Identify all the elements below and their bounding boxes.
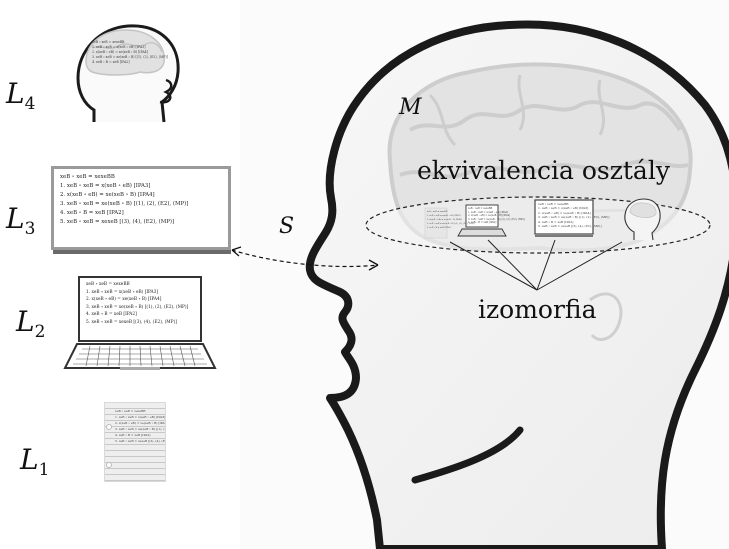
- isomorphism-label: izomorfia: [478, 295, 597, 324]
- paper-line: 4. xeB ∘ B = xeB [IPA2]: [115, 433, 151, 437]
- isomorphism-lines: [449, 239, 623, 291]
- label-m: M: [399, 95, 422, 120]
- paper-hole-bottom: [106, 462, 112, 468]
- laptop-keyboard: [63, 343, 217, 369]
- paper-line: 3. xeB ∘ xeB = xe(xeB ∘ B) [(1), (2), (E…: [115, 427, 165, 431]
- equivalence-class-label: ekvivalencia osztály: [417, 156, 670, 185]
- laptop-line: 2. x(xeB ∘ eB) = xe(xeB ∘ B) [IPA4]: [86, 297, 162, 302]
- laptop-screen: xeB ∘ xeB = xexeBB 1. xeB ∘ xeB = x(xeB …: [78, 276, 202, 342]
- whiteboard-line: 4. xeB ∘ B = xeB [IPA2]: [60, 210, 124, 216]
- whiteboard-line: 1. xeB ∘ xeB = x(xeB ∘ eB) [IPA3]: [60, 183, 151, 189]
- laptop-keys: [73, 345, 207, 367]
- label-l1: L1: [20, 443, 50, 480]
- mini-laptop-text: xeB ∘ xeB = xexeBB 1. xeB ∘ xeB = x(xeB …: [468, 207, 525, 225]
- laptop-trackpad: [120, 367, 160, 370]
- paper-sheet: xeB ∘ xeB = xexeBB 1. xeB ∘ xeB = x(xeB …: [104, 402, 166, 482]
- whiteboard-line: 3. xeB ∘ xeB = xe(xeB ∘ B) [(1), (2), (E…: [60, 201, 189, 207]
- paper-hole-top: [106, 424, 112, 430]
- s-arrow: [231, 249, 379, 268]
- mini-whiteboard: [534, 199, 594, 235]
- label-l2: L2: [16, 305, 46, 342]
- whiteboard-tray: [53, 250, 231, 254]
- s-arrowhead-left: [231, 246, 242, 257]
- laptop-line: 1. xeB ∘ xeB = x(xeB ∘ eB) [IPA3]: [86, 289, 159, 295]
- paper-line: 2. x(xeB ∘ eB) = xe(xeB ∘ B) [IPA4]: [115, 421, 166, 425]
- paper-line: 1. xeB ∘ xeB = x(xeB ∘ eB) [IPA3]: [115, 415, 166, 419]
- ear-shape: [589, 292, 623, 341]
- laptop-line: 5. xeB ∘ xeB = xexeB [(3), (4), (E2), (M…: [86, 319, 177, 325]
- mini-laptop-screen: [465, 204, 499, 228]
- mini-whiteboard-text: xeB ∘ xeB = xexeBB 1. xeB ∘ xeB = x(xeB …: [538, 202, 610, 229]
- whiteboard-line: xeB ∘ xeB = xexeBB: [60, 174, 115, 180]
- paper-line: 5. xeB ∘ xeB = xexeB [(3), (4), (E2), (M…: [115, 439, 165, 443]
- label-s: S: [279, 214, 295, 239]
- laptop-line: 3. xeB ∘ xeB = xe(xeB ∘ B) [(1), (2), (E…: [86, 304, 189, 310]
- l4-brain-writing: xeB ∘ xeB = xexeBB 1. xeB ∘ xeB = x(xeB …: [92, 40, 168, 64]
- mini-paper: [424, 207, 448, 239]
- mini-laptop-base: [457, 228, 507, 237]
- label-l3: L3: [6, 202, 36, 239]
- s-arrowhead-right: [368, 259, 379, 271]
- label-l4: L4: [6, 77, 36, 114]
- mini-paper-text: xeB ∘ xeB = xexeBB 1. xeB ∘ xeB = x(xeB …: [427, 211, 475, 229]
- jaw-line: [411, 426, 524, 484]
- whiteboard-line: 5. xeB ∘ xeB = xexeB [(3), (4), (E2), (M…: [60, 219, 175, 225]
- laptop-line: xeB ∘ xeB = xexeBB: [86, 282, 130, 287]
- whiteboard-line: 2. x(xeB ∘ eB) = xe(xeB ∘ B) [IPA4]: [60, 192, 155, 198]
- whiteboard: xeB ∘ xeB = xexeBB 1. xeB ∘ xeB = x(xeB …: [51, 166, 231, 250]
- paper-line: xeB ∘ xeB = xexeBB: [115, 409, 146, 413]
- l4-head-image: [76, 24, 180, 123]
- laptop-line: 4. xeB ∘ B = xeB [IPA2]: [86, 312, 137, 317]
